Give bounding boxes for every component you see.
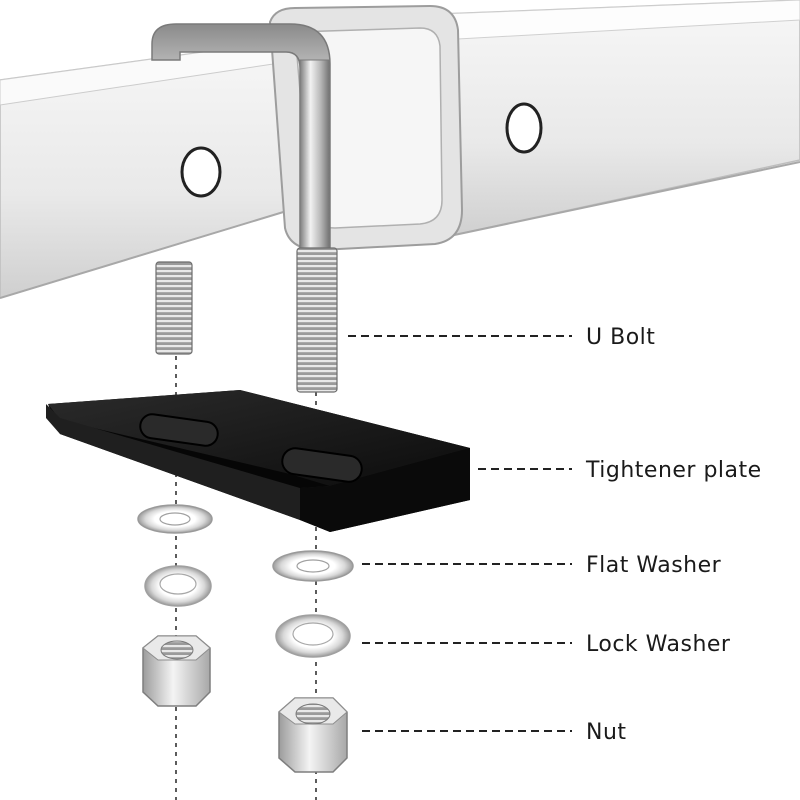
u-bolt [151,23,338,393]
callout-leaders [348,335,572,732]
pin-hole [180,146,222,198]
left-nut [142,635,211,707]
nut-label: Nut [586,720,627,745]
right-nut [278,697,348,773]
right-lock-washer [275,614,351,658]
flat-washer-label: Flat Washer [586,553,722,578]
callout-labels: U Bolt Tightener plate Flat Washer Lock … [585,325,762,745]
pin-hole [505,102,543,154]
tightener-plate [46,390,470,532]
tightener-plate-label: Tightener plate [585,458,762,483]
left-lock-washer [144,565,212,607]
right-flat-washer [272,550,354,582]
lock-washer-label: Lock Washer [586,632,731,657]
u-bolt-label: U Bolt [586,325,655,350]
left-flat-washer [137,504,213,534]
hitch-receiver-tube [0,0,800,299]
